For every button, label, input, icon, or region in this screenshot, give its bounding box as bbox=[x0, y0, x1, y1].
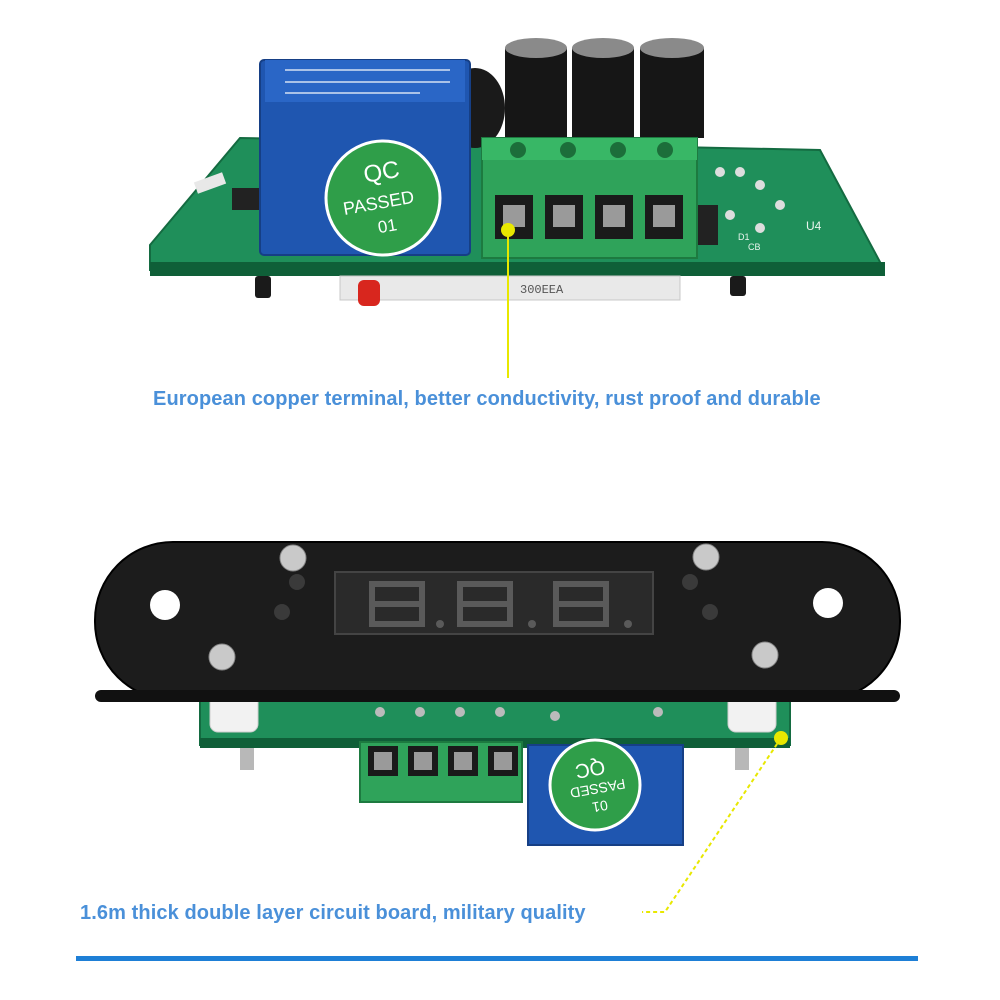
button-hole bbox=[702, 604, 718, 620]
divider-rule bbox=[76, 956, 918, 961]
button-hole bbox=[274, 604, 290, 620]
pin bbox=[730, 276, 746, 296]
terminal-block bbox=[481, 137, 698, 259]
board-front-photo: QC PASSED 01 bbox=[94, 541, 901, 913]
board-caption: 1.6m thick double layer circuit board, m… bbox=[80, 902, 586, 924]
sticker-qc: QC bbox=[361, 156, 401, 189]
display-underside-text: 300EEA bbox=[520, 283, 564, 297]
leader-line bbox=[642, 737, 782, 913]
mount-hole bbox=[150, 590, 180, 620]
qc-sticker: QC PASSED 01 bbox=[548, 738, 642, 832]
screw bbox=[751, 641, 779, 669]
button-hole bbox=[289, 574, 305, 590]
sticker-01: 01 bbox=[591, 797, 609, 815]
qc-sticker: QC PASSED 01 bbox=[324, 139, 442, 257]
terminal-block bbox=[359, 741, 523, 803]
terminal-caption: European copper terminal, better conduct… bbox=[153, 388, 821, 410]
screw bbox=[692, 543, 720, 571]
screw bbox=[279, 544, 307, 572]
silk-u4: U4 bbox=[806, 219, 822, 233]
display-digits bbox=[369, 581, 609, 627]
sticker-qc: QC bbox=[573, 755, 606, 782]
screw bbox=[208, 643, 236, 671]
pcb-board bbox=[199, 694, 791, 746]
board-side-photo: 300EEA U4 D1 CB QC PASSED 01 bbox=[149, 38, 885, 378]
silk-cb: CB bbox=[748, 242, 761, 252]
capacitors bbox=[505, 38, 704, 138]
button-hole bbox=[682, 574, 698, 590]
sticker-01: 01 bbox=[376, 215, 398, 237]
mount-hole bbox=[813, 588, 843, 618]
pin bbox=[255, 276, 271, 298]
display-underside bbox=[339, 275, 681, 301]
silk-d1: D1 bbox=[738, 232, 750, 242]
red-led bbox=[358, 280, 380, 306]
